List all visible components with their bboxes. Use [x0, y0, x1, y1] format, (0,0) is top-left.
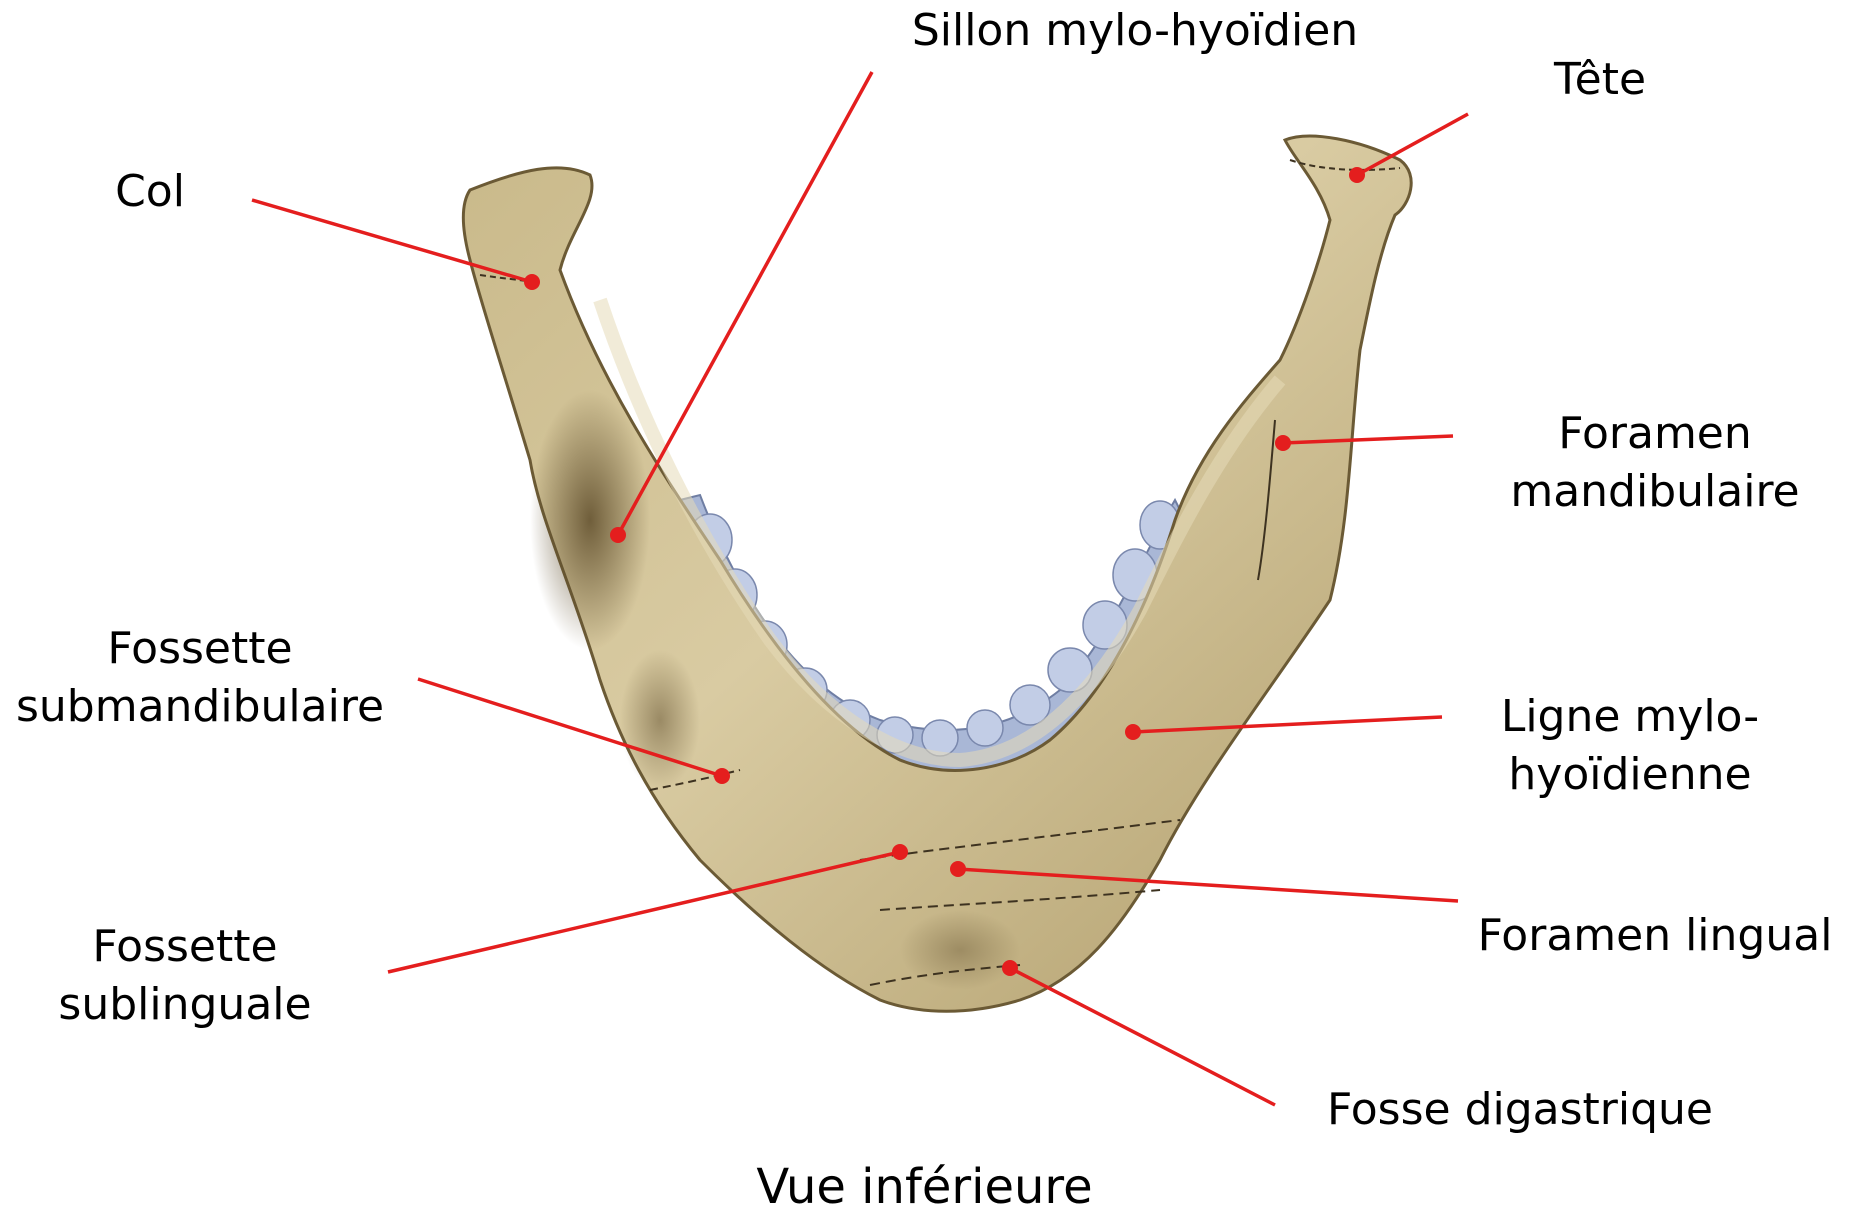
point-tete	[1349, 167, 1365, 183]
label-foramen-mandibulaire: Foramen mandibulaire	[1500, 405, 1810, 521]
label-fossette-submandibulaire-line2: submandibulaire	[5, 678, 395, 736]
leader-tete	[1357, 114, 1468, 175]
point-fossette-sub	[714, 768, 730, 784]
point-col	[524, 274, 540, 290]
label-fossette-submandibulaire-line1: Fossette	[5, 620, 395, 678]
point-ligne	[1125, 724, 1141, 740]
point-sillon	[610, 527, 626, 543]
label-fossette-sublinguale: Fossette sublinguale	[40, 918, 330, 1034]
label-ligne-line1: Ligne mylo-	[1480, 688, 1780, 746]
point-foramen-mand	[1275, 435, 1291, 451]
label-fossette-sublinguale-line2: sublinguale	[40, 976, 330, 1034]
leader-sillon	[618, 72, 872, 535]
leader-fosse-dig	[1010, 968, 1275, 1105]
label-foramen-mandibulaire-line1: Foramen	[1500, 405, 1810, 463]
label-sillon-mylo-hyoidien: Sillon mylo-hyoïdien	[895, 2, 1375, 60]
label-fosse-digastrique: Fosse digastrique	[1310, 1081, 1730, 1139]
figure-caption: Vue inférieure	[0, 1158, 1849, 1216]
mandible-bone	[463, 136, 1411, 1011]
label-tete: Tête	[1540, 51, 1660, 109]
label-foramen-lingual: Foramen lingual	[1470, 907, 1840, 965]
label-fossette-sublinguale-line1: Fossette	[40, 918, 330, 976]
point-fossette-subl	[892, 844, 908, 860]
label-ligne-line2: hyoïdienne	[1480, 746, 1780, 804]
label-foramen-mandibulaire-line2: mandibulaire	[1500, 463, 1810, 521]
point-foramen-lingual	[950, 861, 966, 877]
point-fosse-dig	[1002, 960, 1018, 976]
label-fossette-submandibulaire: Fossette submandibulaire	[5, 620, 395, 736]
label-ligne-mylo-hyoidienne: Ligne mylo- hyoïdienne	[1480, 688, 1780, 804]
label-col: Col	[100, 163, 200, 221]
